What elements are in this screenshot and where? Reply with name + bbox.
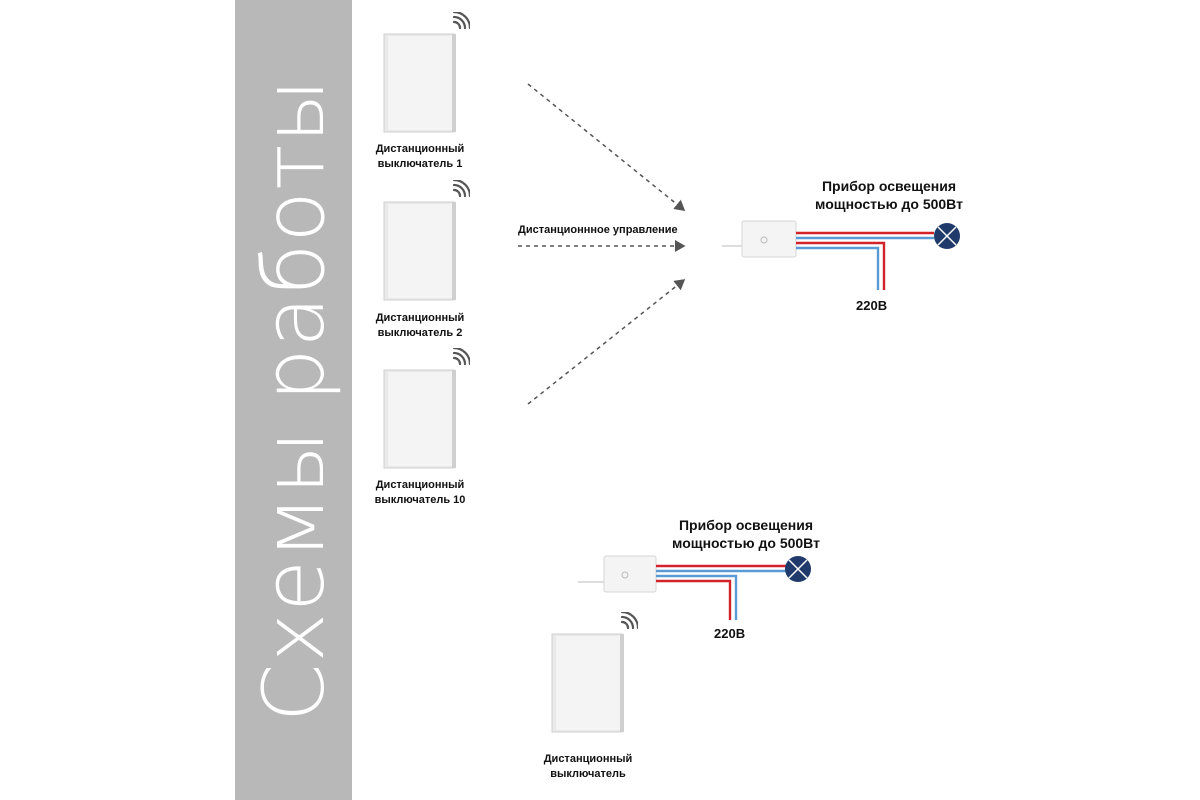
sidebar: Схемы работы	[235, 0, 352, 800]
relay-module-icon	[722, 220, 797, 258]
wifi-signal-icon	[452, 348, 470, 366]
relay-module-icon	[578, 555, 657, 593]
voltage-label-2: 220В	[714, 626, 746, 641]
wifi-signal-icon	[452, 12, 470, 30]
arrow-icon	[518, 83, 686, 405]
wall-switch-icon	[383, 348, 470, 469]
lamp-icon	[785, 556, 811, 582]
lamp-icon	[934, 223, 960, 249]
wall-switch-icon	[383, 180, 470, 301]
wall-switch-icon	[383, 12, 470, 133]
wifi-signal-icon	[620, 612, 638, 630]
wifi-signal-icon	[452, 180, 470, 198]
control-label: Дистанционнное управление	[518, 224, 678, 236]
wall-switch-icon	[551, 612, 638, 733]
voltage-label-1: 220В	[856, 298, 888, 313]
